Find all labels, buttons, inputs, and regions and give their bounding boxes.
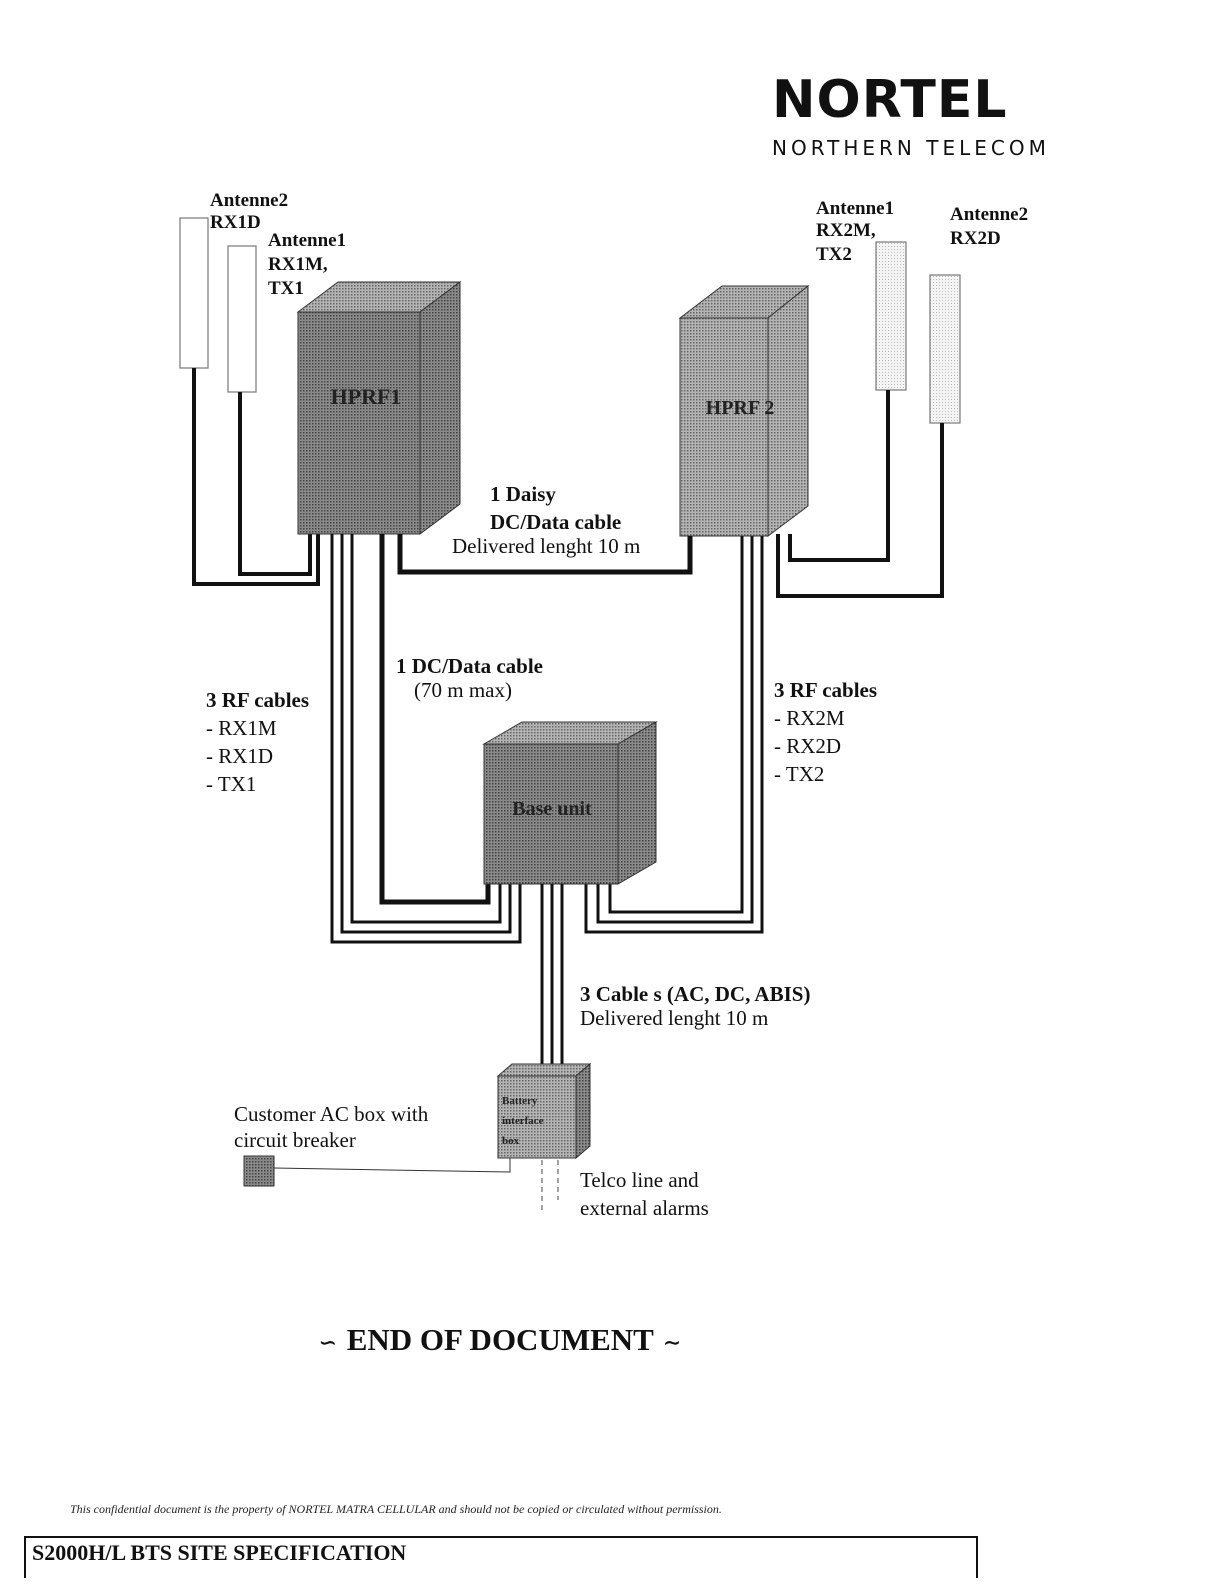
battery-label-2: interface [502,1115,544,1127]
antenna-cables-left [192,368,320,586]
rf-cables-right-item-2: - RX2D [774,734,842,758]
antenna-left-1-signal-2: TX1 [268,278,304,299]
dc-data-cable-length: (70 m max) [414,678,512,702]
antenna-cables-right [776,390,944,598]
ac-box-label-1: Customer AC box with [234,1102,429,1126]
daisy-cable-title: 1 Daisy [490,482,556,506]
ac-line [273,1158,511,1173]
right-ornament-icon: ∼ [661,1330,682,1355]
antenna-left-1-name: Antenne1 [268,230,347,251]
footer-title: S2000H/L BTS SITE SPECIFICATION [32,1540,407,1565]
left-ornament-icon: ∽ [318,1330,339,1355]
battery-label-1: Battery [502,1095,538,1107]
antenna-right-1-name: Antenne1 [816,198,895,219]
antenna-left-2-signal: RX1D [210,212,261,233]
site-diagram: HPRF1 HPRF 2 Base unit Battery interface… [179,217,961,1214]
nortel-logo-subtitle: NORTHERN TELECOM [772,136,1050,160]
end-of-document-text: END OF DOCUMENT [346,1322,654,1357]
battery-label-3: box [502,1135,520,1147]
dc-data-cable-title: 1 DC/Data cable [396,654,543,678]
rf-cables-right-item-1: - RX2M [774,706,845,730]
rf-cables-left-item-3: - TX1 [206,772,257,796]
three-cables-title: 3 Cable s (AC, DC, ABIS) [580,982,811,1006]
end-of-document: ∽ END OF DOCUMENT ∼ [0,1322,1000,1358]
antenna-right-rx2m-tx2 [875,241,907,391]
antenna-right-rx2d [929,274,961,424]
rf-cables-right [584,536,764,934]
rf-cables-left-title: 3 RF cables [206,688,310,712]
three-cables-length: Delivered lenght 10 m [580,1006,769,1030]
hprf1-label: HPRF1 [331,384,402,409]
daisy-cable-length: Delivered lenght 10 m [452,534,641,558]
hprf2-label: HPRF 2 [706,397,775,419]
antenna-left-rx1m-tx1 [227,245,257,393]
rf-cables-right-title: 3 RF cables [774,678,878,702]
rf-cables-left-item-2: - RX1D [206,744,274,768]
hprf2-cabinet [678,284,810,537]
three-cables-ac-dc-abis [540,884,564,1076]
customer-ac-box [243,1155,275,1187]
rf-cables-left [330,534,522,944]
telco-lines [541,1160,559,1214]
base-unit-label: Base unit [512,798,592,820]
antenna-right-2-name: Antenne2 [950,204,1029,225]
base-unit [482,721,658,885]
daisy-dc-data-cable [397,534,693,575]
antenna-right-2-signal: RX2D [950,228,1001,249]
ac-box-label-2: circuit breaker [234,1128,356,1152]
antenna-right-1-signal: RX2M, [816,220,876,241]
hprf1-cabinet [296,281,462,535]
footer-frame [24,1536,978,1578]
confidentiality-disclaimer: This confidential document is the proper… [70,1502,722,1516]
rf-cables-left-item-1: - RX1M [206,716,277,740]
battery-interface-box [496,1062,592,1160]
antenna-left-1-signal: RX1M, [268,254,328,275]
daisy-cable-subtitle: DC/Data cable [490,510,622,534]
dc-data-cable [379,534,491,905]
antenna-right-1-signal-2: TX2 [816,244,852,265]
antenna-left-rx1d [179,217,209,369]
nortel-logo: NORTEL [772,70,1008,130]
telco-label-2: external alarms [580,1196,709,1220]
rf-cables-right-item-3: - TX2 [774,762,825,786]
telco-label-1: Telco line and [580,1168,699,1192]
antenna-left-2-name: Antenne2 [210,190,289,211]
